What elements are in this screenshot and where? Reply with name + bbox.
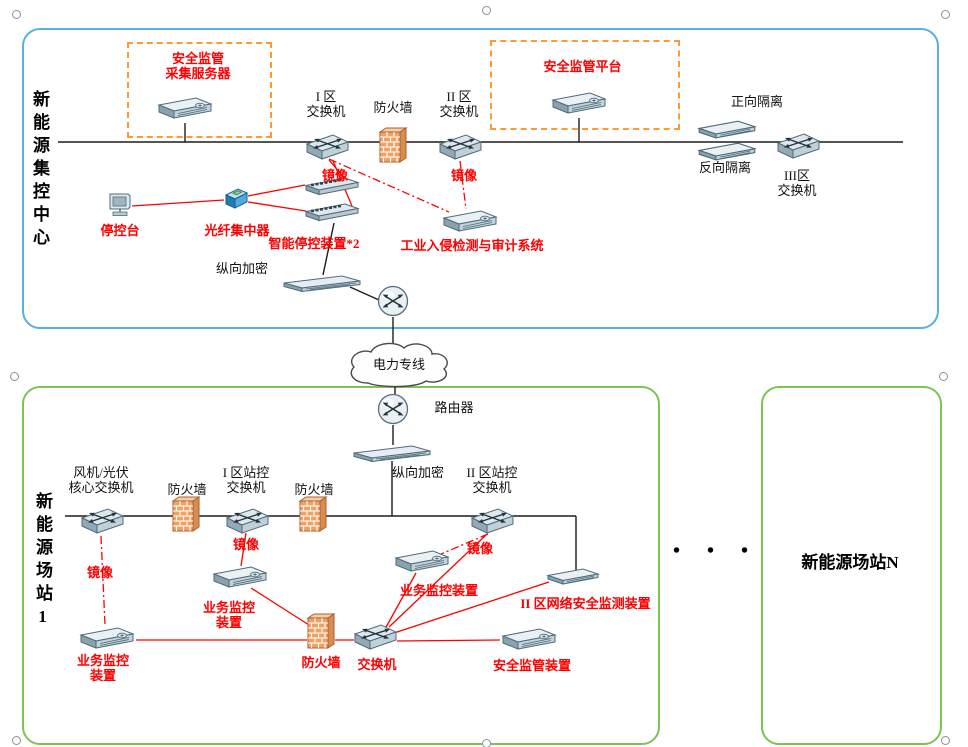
mirror-ii-label: 镜像 [450, 168, 477, 183]
mirror-core-label: 镜像 [86, 565, 113, 580]
zone3-switch-label: III区 交换机 [777, 168, 817, 198]
selection-handle[interactable] [12, 10, 21, 19]
firewall-b3-icon[interactable] [306, 612, 336, 650]
zone1-station-switch-label: I 区站控 交换机 [222, 465, 270, 495]
encrypt-bottom-label: 纵向加密 [391, 465, 444, 480]
monitor-mid-icon[interactable] [210, 564, 270, 590]
console-icon[interactable] [107, 190, 133, 218]
encrypt-bottom-icon[interactable] [350, 444, 434, 462]
security-label: 安全监管装置 [492, 658, 571, 673]
encrypt-top-icon[interactable] [280, 274, 364, 292]
selection-handle[interactable] [10, 372, 19, 381]
mirror-i-label: 镜像 [321, 168, 348, 183]
encrypt-top-label: 纵向加密 [215, 261, 268, 276]
selection-handle[interactable] [941, 736, 950, 745]
stationN-title: 新能源场站N [801, 553, 899, 572]
selection-handle[interactable] [12, 736, 21, 745]
platform-dashed-box [490, 40, 680, 130]
selection-handle[interactable] [941, 10, 950, 19]
smart-stop-device-1-icon[interactable] [303, 175, 361, 197]
firewall-b3-label: 防火墙 [301, 655, 341, 670]
forward-isolation-icon[interactable] [695, 119, 759, 139]
selection-handle[interactable] [482, 739, 491, 747]
cloud-icon[interactable] [341, 340, 457, 388]
firewall-b2-icon[interactable] [298, 495, 328, 533]
ids-label: 工业入侵检测与审计系统 [400, 238, 544, 253]
firewall-b2-label: 防火墙 [294, 482, 334, 497]
switch-bottom-icon[interactable] [350, 622, 398, 652]
stationN-box [761, 386, 942, 745]
control-center-box [22, 28, 939, 329]
control-center-title: 新能源集控中心 [30, 90, 49, 251]
zone3-switch-icon[interactable] [773, 131, 821, 161]
cloud-label: 电力专线 [372, 357, 425, 372]
firewall-top-label: 防火墙 [373, 100, 413, 115]
fiber-hub-label: 光纤集中器 [204, 223, 270, 238]
core-switch-label: 风机/光伏 核心交换机 [68, 465, 134, 495]
mirror-bi-label: 镜像 [232, 537, 259, 552]
switch-bottom-label: 交换机 [357, 657, 397, 672]
console-label: 停控台 [100, 223, 140, 238]
net-monitor-label: II 区网络安全监测装置 [520, 596, 651, 611]
mirror-links [100, 158, 489, 626]
reverse-isolation-label: 反向隔离 [698, 160, 751, 175]
platform-server-icon[interactable] [549, 90, 609, 116]
collector-dashed-box [127, 42, 272, 138]
router-top-icon[interactable] [376, 284, 410, 318]
zone2-switch-label: II 区 交换机 [439, 89, 479, 119]
smart-stop-device-2-icon[interactable] [303, 201, 361, 223]
core-switch-icon[interactable] [77, 506, 125, 536]
monitor-center-icon[interactable] [392, 548, 452, 574]
station1-title: 新能源场站1 [33, 492, 52, 632]
monitor-bottom-label: 业务监控 装置 [76, 653, 129, 683]
security-server-icon[interactable] [499, 626, 559, 652]
collector-label: 安全监管 采集服务器 [165, 51, 231, 81]
monitor-center-label: 业务监控装置 [399, 583, 478, 598]
zone1-switch-icon[interactable] [302, 132, 350, 162]
firewall-b1-label: 防火墙 [167, 482, 207, 497]
zone2-station-switch-icon[interactable] [467, 506, 515, 536]
selection-handle[interactable] [482, 6, 491, 15]
zone2-switch-icon[interactable] [435, 132, 483, 162]
firewall-top-icon[interactable] [378, 126, 408, 164]
net-monitor-icon[interactable] [545, 567, 601, 585]
zone2-station-switch-label: II 区站控 交换机 [466, 465, 518, 495]
station1-box [22, 386, 660, 745]
monitor-mid-label: 业务监控 装置 [202, 600, 255, 630]
router-bottom-label: 路由器 [434, 400, 474, 415]
forward-isolation-label: 正向隔离 [730, 94, 783, 109]
collector-server-icon[interactable] [155, 95, 215, 121]
fiber-hub-icon[interactable] [223, 186, 249, 212]
reverse-isolation-icon[interactable] [695, 141, 759, 161]
smart-stop-label: 智能停控装置*2 [268, 236, 360, 251]
selection-handle[interactable] [939, 372, 948, 381]
red-links [131, 159, 550, 642]
router-bottom-icon[interactable] [376, 392, 410, 426]
monitor-bottom-icon[interactable] [77, 625, 137, 651]
mirror-bii-label: 镜像 [466, 541, 493, 556]
ids-server-icon[interactable] [440, 208, 500, 234]
zone1-switch-label: I 区 交换机 [306, 89, 346, 119]
firewall-b1-icon[interactable] [171, 495, 201, 533]
zone1-station-switch-icon[interactable] [222, 506, 270, 536]
ellipsis: • • • [672, 540, 759, 562]
platform-label: 安全监管平台 [543, 59, 622, 74]
